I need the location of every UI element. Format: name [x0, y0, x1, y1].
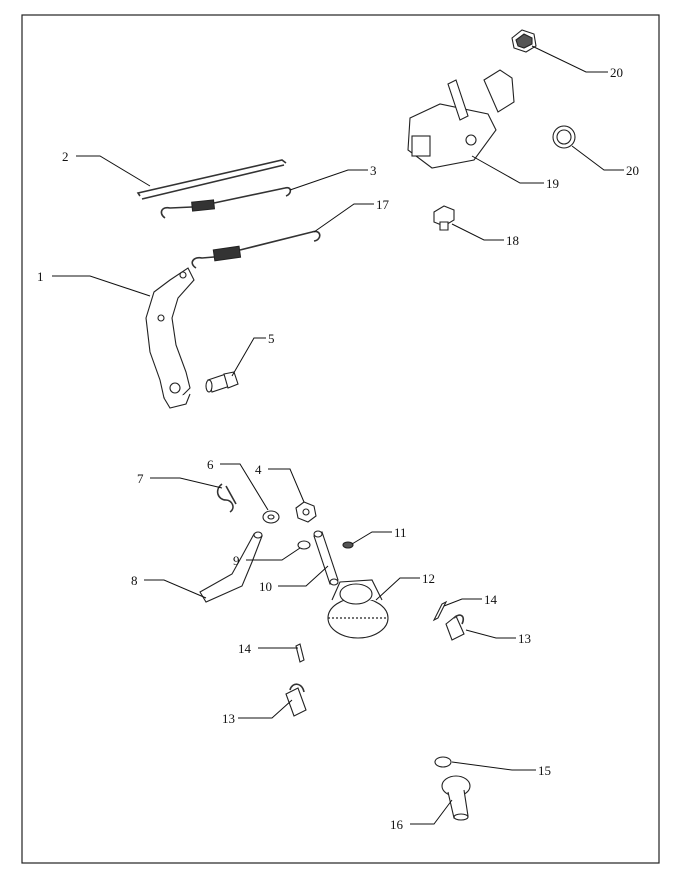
part-cap-round — [552, 125, 576, 149]
part-bracket-assembly — [407, 69, 515, 169]
part-spring-long — [191, 230, 321, 269]
part-clip-left — [285, 683, 307, 717]
callout-3: 3 — [289, 163, 377, 191]
callout-1: 1 — [37, 269, 151, 297]
part-rod — [136, 159, 287, 200]
part-gear — [327, 579, 389, 639]
diagram-frame — [21, 14, 660, 864]
part-lever-arm — [145, 267, 195, 409]
part-small-bolt — [433, 205, 455, 231]
callout-9-label: 9 — [233, 553, 240, 568]
part-shaft — [313, 530, 339, 586]
callout-11-label: 11 — [394, 525, 407, 540]
callout-13-left: 13 — [222, 699, 293, 726]
callout-19-label: 19 — [546, 176, 559, 191]
callout-19: 19 — [471, 155, 559, 191]
part-bolt — [205, 371, 239, 393]
part-cap-top — [511, 29, 537, 53]
callout-13-right-label: 13 — [518, 631, 531, 646]
callout-10-label: 10 — [259, 579, 272, 594]
callout-11: 11 — [351, 525, 407, 545]
callout-16: 16 — [390, 799, 453, 832]
part-washer-bottom — [434, 756, 452, 768]
callout-5-label: 5 — [268, 331, 275, 346]
callout-4-label: 4 — [255, 462, 262, 477]
callout-10: 10 — [259, 565, 329, 594]
part-washer-small — [297, 540, 311, 550]
callout-13-right: 13 — [465, 629, 531, 646]
callout-5: 5 — [231, 331, 275, 377]
part-clip-right — [445, 614, 465, 641]
callout-17: 17 — [313, 197, 390, 233]
callout-15-label: 15 — [538, 763, 551, 778]
callout-20-round-label: 20 — [626, 163, 639, 178]
callout-13-left-label: 13 — [222, 711, 235, 726]
callout-12: 12 — [375, 571, 435, 601]
part-pin-right — [432, 600, 448, 622]
part-shift-arm — [199, 531, 263, 603]
callout-20-round: 20 — [571, 145, 639, 178]
part-clip-pin — [216, 483, 237, 513]
callout-2: 2 — [62, 149, 151, 187]
callout-14-left-label: 14 — [238, 641, 252, 656]
callout-7-label: 7 — [137, 471, 144, 486]
callout-15: 15 — [451, 761, 551, 778]
callout-18-label: 18 — [506, 233, 519, 248]
callout-14-right-label: 14 — [484, 592, 498, 607]
callout-9: 9 — [233, 547, 301, 568]
callout-8-label: 8 — [131, 573, 138, 588]
callout-16-label: 16 — [390, 817, 404, 832]
part-washer — [262, 510, 280, 524]
callout-4: 4 — [255, 462, 305, 503]
callout-20-top-label: 20 — [610, 65, 623, 80]
callout-8: 8 — [131, 573, 207, 599]
callout-2-label: 2 — [62, 149, 69, 164]
callout-14-right: 14 — [443, 592, 498, 607]
callout-12-label: 12 — [422, 571, 435, 586]
callout-6-label: 6 — [207, 457, 214, 472]
callout-17-label: 17 — [376, 197, 390, 212]
callout-6: 6 — [207, 457, 269, 511]
callout-18: 18 — [451, 223, 519, 248]
callout-1-label: 1 — [37, 269, 44, 284]
part-headed-pin — [441, 775, 471, 821]
callout-7: 7 — [137, 471, 223, 489]
callout-3-label: 3 — [370, 163, 377, 178]
part-small-pin — [342, 541, 354, 549]
callout-20-top: 20 — [531, 45, 623, 80]
callout-14-left: 14 — [238, 641, 298, 656]
